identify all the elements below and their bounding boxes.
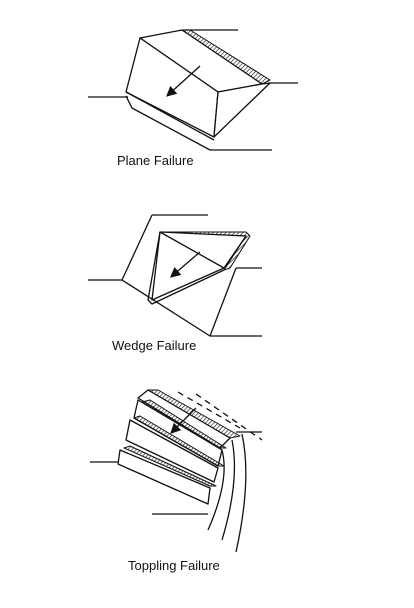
- toppling-dash-1: [177, 391, 241, 429]
- plane-block-side: [213, 82, 271, 138]
- plane-failure-diagram: [88, 29, 298, 151]
- wedge-top-face: [151, 231, 247, 301]
- toppling-arrow: [170, 407, 197, 434]
- plane-failure-caption: Plane Failure: [117, 153, 194, 168]
- toppling-slab-4-front: [117, 449, 211, 505]
- wedge-left-face: [147, 231, 225, 305]
- plane-slide-surface: [125, 95, 211, 151]
- toppling-column-2: [221, 439, 236, 541]
- toppling-slab-4-top: [123, 445, 217, 487]
- wedge-intersection: [159, 231, 225, 269]
- wedge-arrow: [170, 251, 201, 278]
- toppling-failure-caption: Toppling Failure: [128, 558, 220, 573]
- plane-slide-surface-inner: [125, 91, 215, 141]
- wedge-slope-outline: [121, 214, 237, 337]
- toppling-column-3: [235, 433, 247, 553]
- wedge-failure-caption: Wedge Failure: [112, 338, 197, 353]
- toppling-dash-2: [195, 393, 263, 441]
- wedge-failure-diagram: [88, 214, 262, 337]
- toppling-column-1: [207, 449, 225, 531]
- plane-arrow: [166, 65, 201, 97]
- toppling-slab-3-front: [125, 419, 219, 483]
- toppling-failure-diagram: [90, 389, 263, 553]
